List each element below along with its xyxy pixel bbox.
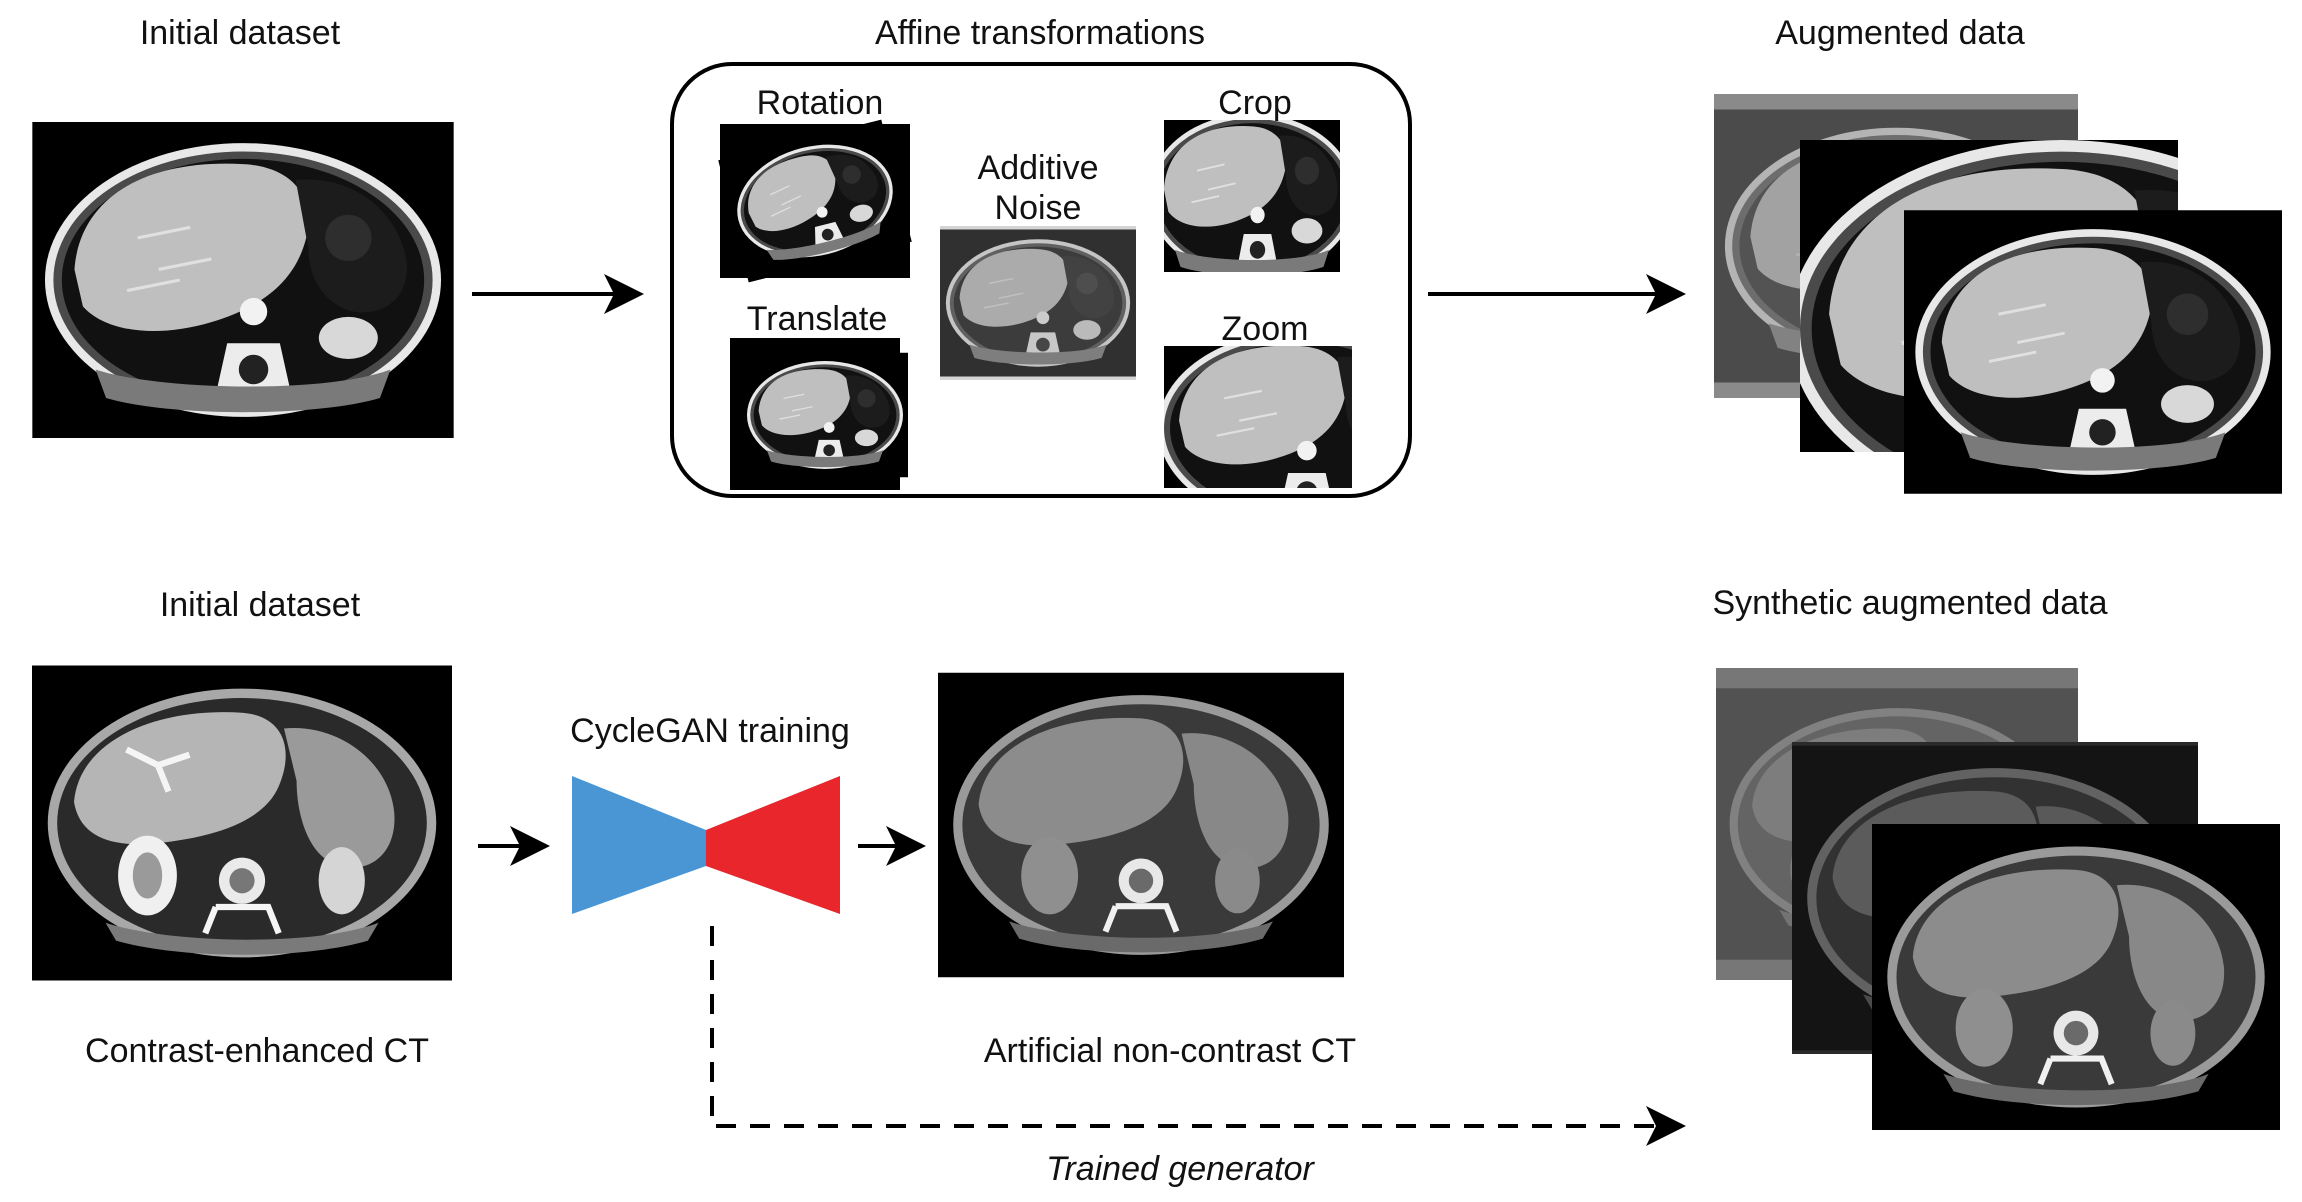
encoder-shape	[572, 776, 706, 914]
rotation-image	[717, 118, 913, 284]
noise-overlay	[940, 226, 1136, 380]
initial-dataset-label-top: Initial dataset	[139, 14, 341, 52]
synthetic-data-stack	[1716, 668, 2280, 1130]
additive-noise-label: Additive Noise	[977, 149, 1099, 227]
zoom-image	[1164, 346, 1352, 488]
affine-transformations-title: Affine transformations	[874, 14, 1206, 52]
cyclegan-training-label: CycleGAN training	[570, 712, 850, 750]
synthetic-augmented-label: Synthetic augmented data	[1712, 584, 2108, 622]
translate-image	[730, 338, 908, 490]
augmented-data-stack	[1714, 94, 2282, 496]
crop-image	[1164, 120, 1340, 272]
crop-label: Crop	[1218, 84, 1292, 122]
initial-ct-image-bottom	[32, 666, 452, 981]
augmented-layer-front	[1904, 208, 2282, 496]
artificial-non-contrast-ct-label: Artificial non-contrast CT	[983, 1032, 1357, 1070]
synthetic-layer-front	[1872, 824, 2280, 1130]
artificial-ct-image	[938, 673, 1344, 978]
zoom-label: Zoom	[1221, 310, 1309, 348]
initial-dataset-label-bottom: Initial dataset	[159, 586, 361, 624]
cyclegan-network-icon	[572, 776, 840, 914]
rotation-label: Rotation	[756, 84, 884, 122]
decoder-shape	[706, 776, 840, 914]
trained-generator-label: Trained generator	[1046, 1150, 1314, 1188]
augmented-data-label: Augmented data	[1775, 14, 2025, 52]
translate-label: Translate	[746, 300, 888, 338]
affine-transformations-box	[670, 62, 1412, 498]
contrast-enhanced-ct-label: Contrast-enhanced CT	[85, 1032, 429, 1070]
initial-ct-image-top	[32, 122, 454, 438]
